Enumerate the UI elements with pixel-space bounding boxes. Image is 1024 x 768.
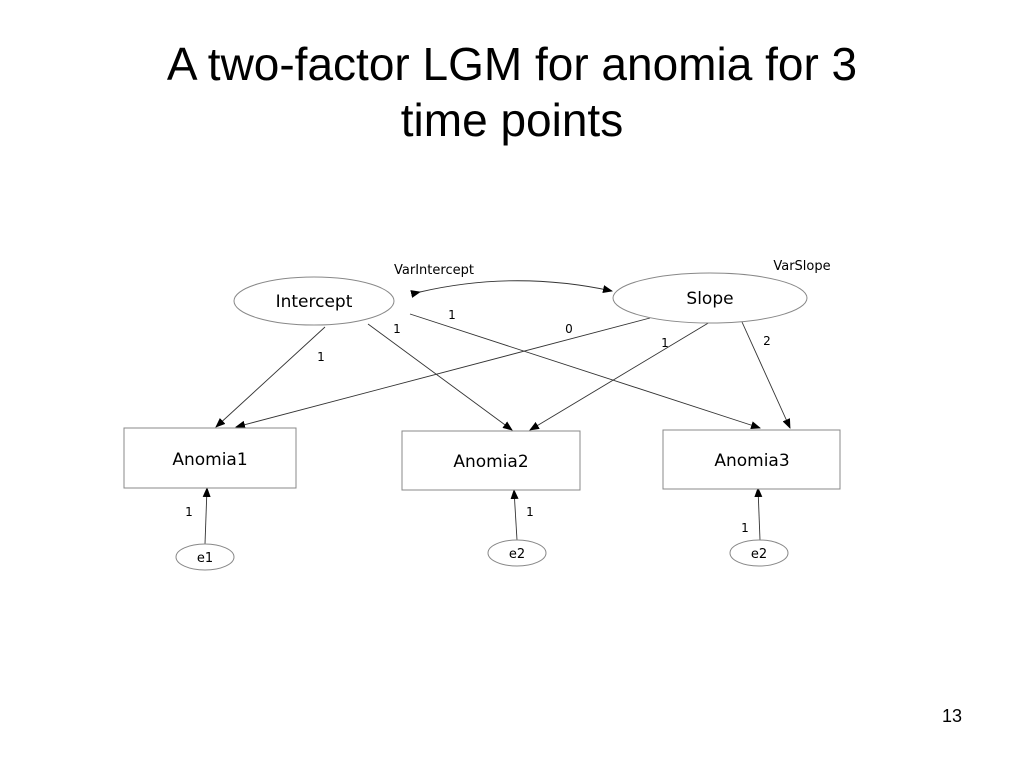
e2-error-node-a bbox=[487, 539, 547, 567]
anomia3-node bbox=[662, 429, 841, 490]
anomia1-node bbox=[123, 427, 297, 489]
slide-title-line-1: A two-factor LGM for anomia for 3 bbox=[166, 38, 858, 90]
loading-slope-anomia3: 2 bbox=[763, 334, 771, 348]
path-intercept-anomia2 bbox=[367, 323, 513, 431]
slope-factor-node bbox=[612, 272, 808, 324]
loading-intercept-anomia1: 1 bbox=[317, 350, 325, 364]
anomia2-node bbox=[401, 430, 581, 491]
path-slope-anomia1 bbox=[235, 317, 651, 429]
loading-slope-anomia2: 1 bbox=[661, 336, 669, 350]
anomia3-label: Anomia3 bbox=[714, 451, 789, 471]
e2-error-node-b bbox=[729, 539, 789, 567]
e2-label-b: e2 bbox=[751, 547, 767, 562]
path-intercept-anomia1 bbox=[215, 326, 326, 428]
loading-slope-anomia1: 0 bbox=[565, 322, 573, 336]
e1-label: e1 bbox=[197, 551, 213, 566]
intercept-factor-label: Intercept bbox=[276, 292, 353, 312]
slide-title: A two-factor LGM for anomia for 3 time p… bbox=[0, 36, 1024, 148]
anomia2-label: Anomia2 bbox=[453, 452, 528, 472]
e2-label-a: e2 bbox=[509, 547, 525, 562]
path-e2-anomia3 bbox=[754, 487, 763, 541]
loading-intercept-anomia3: 1 bbox=[448, 308, 456, 322]
intercept-factor-node bbox=[233, 276, 395, 326]
factor-covariance-arc bbox=[410, 280, 613, 298]
error-loading-e2-anomia3: 1 bbox=[741, 521, 749, 535]
anomia1-label: Anomia1 bbox=[172, 450, 247, 470]
var-slope-label: VarSlope bbox=[773, 259, 830, 274]
e1-error-node bbox=[175, 543, 235, 571]
error-loading-e2-anomia2: 1 bbox=[526, 505, 534, 519]
error-loading-e1: 1 bbox=[185, 505, 193, 519]
slope-factor-label: Slope bbox=[686, 289, 733, 309]
path-intercept-anomia3 bbox=[409, 313, 761, 430]
path-e2-anomia2 bbox=[510, 489, 519, 541]
page-number: 13 bbox=[941, 706, 962, 726]
slide-title-line-2: time points bbox=[400, 94, 624, 146]
path-slope-anomia2 bbox=[529, 321, 711, 431]
path-slope-anomia3 bbox=[741, 321, 791, 429]
path-e1-anomia1 bbox=[202, 487, 211, 545]
loading-intercept-anomia2: 1 bbox=[393, 322, 401, 336]
var-intercept-label: VarIntercept bbox=[394, 263, 474, 278]
